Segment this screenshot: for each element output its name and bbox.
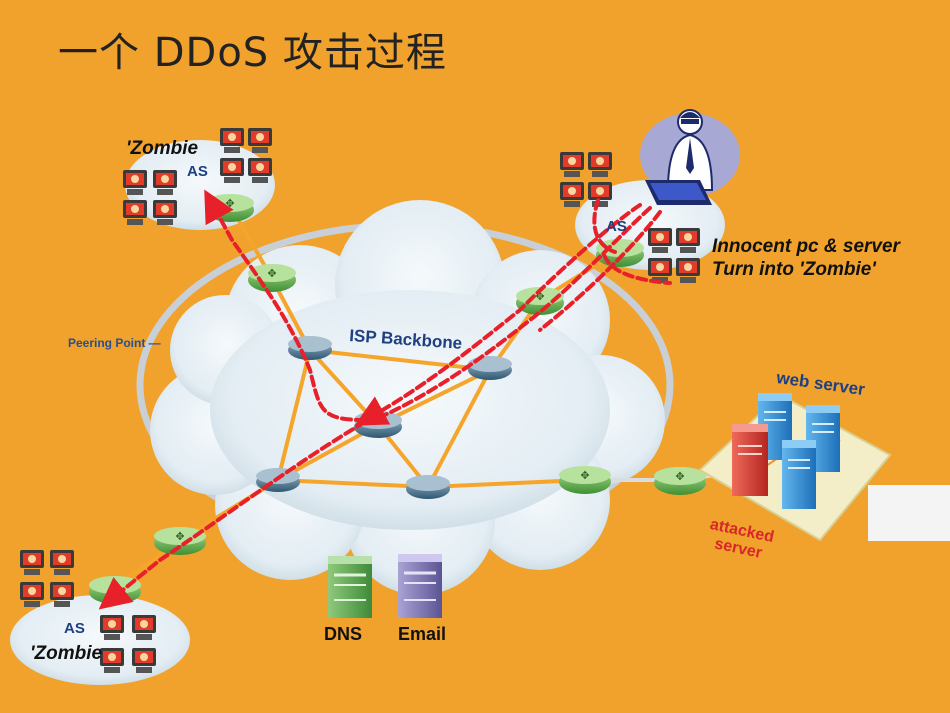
zombie-pc-icon — [560, 152, 584, 177]
zombie-pc-icon — [153, 200, 177, 225]
zombie-pc-icon — [648, 258, 672, 283]
svg-text:✥: ✥ — [175, 530, 184, 543]
blank-panel — [868, 485, 950, 541]
as-label-right: AS — [606, 218, 627, 235]
email-label: Email — [398, 624, 447, 644]
zombie-pc-icon — [132, 615, 156, 640]
server-icon — [398, 554, 442, 618]
peering-point-label: Peering Point — — [68, 336, 161, 350]
svg-text:✥: ✥ — [225, 197, 234, 210]
peering-point-text: Peering Point — [68, 336, 146, 350]
zombie-pc-icon — [220, 128, 244, 153]
dns-label: DNS — [324, 624, 363, 644]
zombie-pc-icon — [132, 648, 156, 673]
router-icon: ✥ — [248, 264, 296, 292]
isp-backbone-cloud — [150, 200, 665, 595]
as-label-bottom: AS — [64, 620, 85, 637]
zombie-pc-icon — [100, 615, 124, 640]
router-icon: ✥ — [654, 467, 706, 495]
zombie-pc-icon — [248, 158, 272, 183]
zombie-pcs — [20, 128, 700, 673]
zombie-pc-icon — [648, 228, 672, 253]
zombie-pc-icon — [100, 648, 124, 673]
as-cloud-bottom-left — [10, 595, 190, 685]
router-icon: ✥ — [154, 527, 206, 555]
as-label-top: AS — [187, 163, 208, 180]
attack-paths — [98, 189, 672, 610]
server-icon — [782, 440, 816, 509]
zombie-label-bottom: 'Zombie — [30, 643, 103, 664]
zombie-pc-icon — [220, 158, 244, 183]
zombie-pc-icon — [50, 550, 74, 575]
slide-title: 一个 DDoS 攻击过程 — [58, 30, 447, 76]
zombie-pc-icon — [153, 170, 177, 195]
zombie-pc-icon — [560, 182, 584, 207]
zombie-pc-icon — [20, 582, 44, 607]
svg-text:✥: ✥ — [267, 267, 276, 280]
hacker-icon — [640, 109, 740, 205]
innocent-label-line2: Turn into 'Zombie' — [712, 259, 876, 280]
server-icon — [328, 556, 372, 618]
zombie-pc-icon — [123, 170, 147, 195]
zombie-label-top: 'Zombie — [126, 138, 199, 159]
router-icon: ✥ — [559, 466, 611, 494]
zombie-pc-icon — [676, 258, 700, 283]
zombie-pc-icon — [588, 182, 612, 207]
server-icon — [732, 424, 768, 496]
zombie-pc-icon — [50, 582, 74, 607]
zombie-pc-icon — [676, 228, 700, 253]
zombie-pc-icon — [20, 550, 44, 575]
svg-text:✥: ✥ — [675, 470, 684, 483]
zombie-pc-icon — [588, 152, 612, 177]
router-icon — [406, 475, 450, 499]
zombie-pc-icon — [123, 200, 147, 225]
svg-text:✥: ✥ — [535, 290, 544, 303]
svg-text:✥: ✥ — [580, 469, 589, 482]
innocent-label-line1: Innocent pc & server — [712, 236, 900, 257]
svg-text:✥: ✥ — [110, 579, 119, 592]
zombie-pc-icon — [248, 128, 272, 153]
